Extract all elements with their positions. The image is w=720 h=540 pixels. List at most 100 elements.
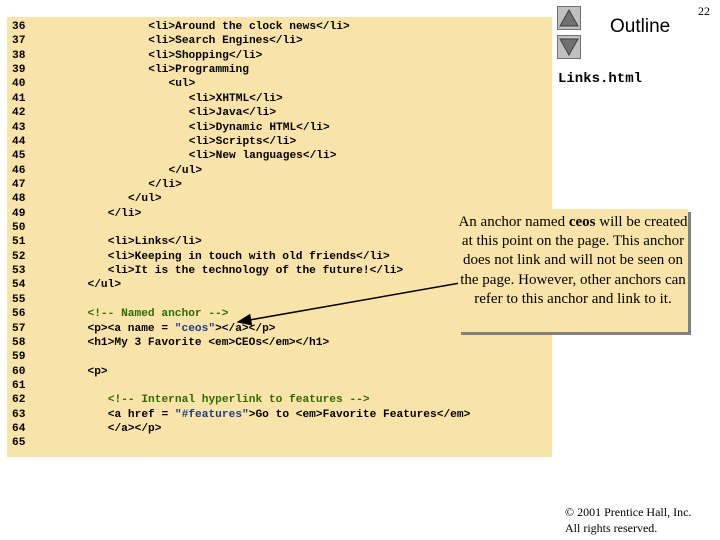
code-line: 41 <li>XHTML</li> [7, 92, 552, 106]
code-line: 50 [7, 221, 552, 235]
line-number: 65 [12, 437, 26, 450]
line-number: 53 [12, 265, 26, 278]
line-number: 47 [12, 178, 26, 191]
code-text: </li> [148, 178, 182, 192]
code-segment-tag: </ul> [87, 279, 122, 292]
code-segment-str: "#features" [174, 408, 249, 421]
code-text: <ul> [169, 77, 196, 91]
code-segment-tag: <p><a name = [87, 322, 175, 335]
code-segment-tag: <li>Java</li> [188, 107, 277, 120]
code-text: </li> [108, 207, 142, 221]
line-number: 59 [12, 351, 26, 364]
code-text: <li>Keeping in touch with old friends</l… [108, 250, 390, 264]
code-line: 37 <li>Search Engines</li> [7, 34, 552, 48]
code-line: 36 <li>Around the clock news</li> [7, 20, 552, 34]
triangle-up-icon [559, 8, 579, 27]
code-text: <li>Links</li> [108, 235, 202, 249]
line-number: 56 [12, 308, 26, 321]
code-line: 51 <li>Links</li> [7, 235, 552, 249]
code-text: <!-- Internal hyperlink to features --> [108, 393, 370, 407]
line-number: 55 [12, 293, 26, 306]
line-number: 42 [12, 107, 26, 120]
code-line: 42 <li>Java</li> [7, 106, 552, 120]
callout-text-before: An anchor named [458, 214, 569, 230]
code-line: 56 <!-- Named anchor --> [7, 307, 552, 321]
next-slide-button[interactable] [557, 35, 581, 59]
code-line: 58 <h1>My 3 Favorite <em>CEOs</em></h1> [7, 336, 552, 350]
code-text: <a href = "#features">Go to <em>Favorite… [108, 408, 471, 422]
line-number: 44 [12, 135, 26, 148]
line-number: 60 [12, 365, 26, 378]
code-text: <li>Dynamic HTML</li> [189, 121, 330, 135]
line-number: 58 [12, 336, 26, 349]
code-text: <h1>My 3 Favorite <em>CEOs</em></h1> [88, 336, 330, 350]
line-number: 37 [12, 35, 26, 48]
code-text: <li>Java</li> [189, 106, 276, 120]
triangle-down-icon [559, 38, 579, 57]
code-segment-tag: <ul> [168, 78, 196, 91]
callout-text-after: will be created at this point on the pag… [460, 214, 688, 307]
code-text: <li>Around the clock news</li> [148, 20, 349, 34]
code-segment-tag: <li>Around the clock news</li> [148, 21, 350, 33]
code-segment-tag: </a></p> [107, 423, 162, 436]
code-text: <li>Search Engines</li> [148, 34, 302, 48]
code-segment-tag: </li> [148, 178, 182, 191]
code-line: 65 [7, 436, 552, 450]
code-segment-tag: ></a></p> [215, 322, 276, 335]
code-segment-tag: <li>XHTML</li> [188, 92, 283, 105]
line-number: 36 [12, 21, 26, 33]
code-text: <!-- Named anchor --> [88, 307, 229, 321]
line-number: 48 [12, 193, 26, 206]
callout-text-bold: ceos [568, 214, 596, 230]
code-line: 39 <li>Programming [7, 63, 552, 77]
code-line: 53 <li>It is the technology of the future… [7, 264, 552, 278]
code-text: </ul> [88, 278, 122, 292]
code-segment-tag: <li>New languages</li> [188, 150, 337, 163]
line-number: 50 [12, 222, 26, 235]
code-segment-tag: <li>It is the technology of the future!<… [107, 265, 404, 278]
code-text: <li>Programming [148, 63, 249, 77]
code-text: <p> [88, 365, 108, 379]
code-line: 54 </ul> [7, 278, 552, 292]
code-text: <li>Scripts</li> [189, 135, 296, 149]
line-number: 61 [12, 380, 26, 392]
code-line: 62<!-- Internal hyperlink to features --… [7, 393, 552, 407]
code-line: 45 <li>New languages</li> [7, 149, 552, 163]
code-text: <li>XHTML</li> [189, 92, 283, 106]
code-segment-tag: <li>Search Engines</li> [148, 35, 303, 48]
code-segment-tag: <li>Dynamic HTML</li> [188, 121, 330, 134]
line-number: 39 [12, 64, 26, 77]
line-number: 51 [12, 236, 26, 249]
code-segment-tag: <p> [87, 365, 108, 378]
line-number: 52 [12, 250, 26, 263]
previous-slide-button[interactable] [557, 6, 581, 30]
outline-label[interactable]: Outline [610, 16, 671, 37]
code-segment-tag: <a href = [107, 408, 175, 421]
file-name: Links.html [558, 71, 643, 87]
code-segment-tag: >Go to <em>Favorite Features</em> [248, 408, 471, 421]
code-text: <p><a name = "ceos"></a></p> [88, 322, 276, 336]
code-segment-tag: <li>Shopping</li> [148, 49, 263, 62]
code-segment-tag: <li>Programming [148, 64, 249, 77]
code-line: 64</a></p> [7, 422, 552, 436]
code-line: 63<a href = "#features">Go to <em>Favori… [7, 408, 552, 422]
code-line: 46 </ul> [7, 164, 552, 178]
copyright-line-2: All rights reserved. [565, 521, 658, 535]
line-number: 45 [12, 150, 26, 163]
page-number: 22 [698, 4, 710, 18]
code-segment-tag: <li>Links</li> [107, 236, 202, 249]
line-number: 41 [12, 92, 26, 105]
code-text: <li>New languages</li> [189, 149, 337, 163]
code-line: 49 </li> [7, 207, 552, 221]
code-line: 43 <li>Dynamic HTML</li> [7, 121, 552, 135]
code-segment-comment: <!-- Named anchor --> [87, 308, 229, 321]
line-number: 46 [12, 164, 26, 177]
code-text: </ul> [128, 192, 162, 206]
line-number: 54 [12, 279, 26, 292]
line-number: 49 [12, 207, 26, 220]
code-segment-tag: <li>Scripts</li> [188, 135, 297, 148]
code-segment-tag: </ul> [168, 164, 203, 177]
code-text: <li>Shopping</li> [148, 49, 262, 63]
line-number: 43 [12, 121, 26, 134]
code-line: 55 [7, 293, 552, 307]
